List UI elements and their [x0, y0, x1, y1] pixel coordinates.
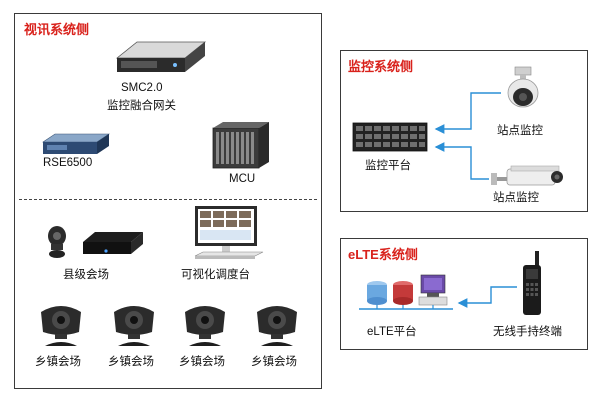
monitor-panel-title: 监控系统侧	[348, 59, 414, 74]
video-panel-title: 视讯系统侧	[24, 22, 90, 37]
monitor-system-panel: 监控系统侧 站点监控 站点监控 监控平台	[340, 50, 588, 212]
dispatch-name-label: 可视化调度台	[181, 269, 250, 281]
rse-name-label: RSE6500	[43, 157, 93, 169]
monitor-platform-icon	[352, 122, 428, 152]
township-camera-icon-3	[185, 306, 225, 346]
monitor-connection-arrows	[434, 92, 501, 180]
rse-device-icon	[42, 133, 110, 154]
township-camera-icon-1	[41, 306, 81, 346]
handheld-terminal-icon	[523, 251, 541, 315]
smc-desc-label: 监控融合网关	[107, 100, 176, 112]
township-camera-icon-2	[114, 306, 154, 346]
township-camera-icon-4	[257, 306, 297, 346]
site2-label: 站点监控	[493, 192, 539, 204]
county-name-label: 县级会场	[63, 269, 109, 281]
elte-panel-title: eLTE系统侧	[348, 247, 418, 262]
dispatch-console-icon	[194, 206, 264, 259]
site1-label: 站点监控	[497, 125, 543, 137]
dome-camera-icon	[507, 66, 539, 108]
mcu-name-label: MCU	[229, 173, 256, 185]
mcu-device-icon	[212, 122, 269, 169]
smc-name-label: SMC2.0	[121, 82, 163, 94]
section-divider	[19, 199, 317, 200]
bullet-camera-icon	[491, 165, 563, 186]
township-label-3: 乡镇会场	[179, 356, 225, 368]
monitor-platform-label: 监控平台	[365, 160, 411, 172]
handheld-terminal-label: 无线手持终端	[493, 326, 562, 338]
elte-platform-label: eLTE平台	[367, 326, 417, 338]
elte-connection-arrow	[457, 286, 517, 308]
smc-server-icon	[115, 41, 207, 72]
elte-system-panel: eLTE系统侧 eLTE平台 无线手持终端	[340, 238, 588, 350]
video-system-panel: 视讯系统侧 SMC2.0 监控融合网关 RSE6500 MCU	[14, 13, 322, 389]
elte-platform-icon	[359, 274, 453, 310]
township-label-1: 乡镇会场	[35, 356, 81, 368]
county-terminal-icon	[48, 226, 143, 258]
township-label-4: 乡镇会场	[251, 356, 297, 368]
township-label-2: 乡镇会场	[108, 356, 154, 368]
